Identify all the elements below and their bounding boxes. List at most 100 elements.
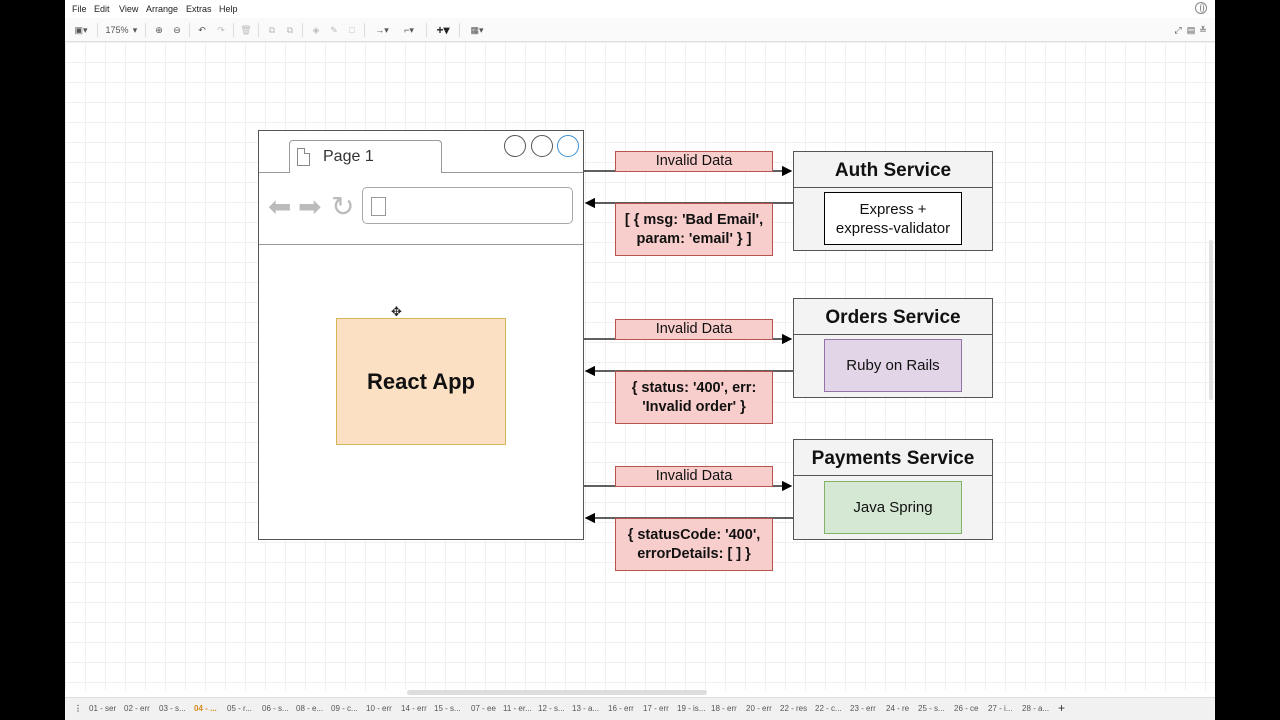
page-icon [297, 148, 310, 166]
page-tab[interactable]: 19 - is... [677, 704, 706, 713]
page-tab[interactable]: 26 - ce [954, 704, 979, 713]
collapse-icon[interactable]: ≚ [1199, 25, 1207, 35]
shadow-icon[interactable]: □ [349, 25, 355, 35]
menu-extras[interactable]: Extras [186, 4, 212, 14]
response-label-payments[interactable]: { statusCode: '400', errorDetails: [ ] } [615, 518, 773, 571]
page-tab[interactable]: 06 - s... [262, 704, 289, 713]
vertical-scrollbar[interactable] [1209, 240, 1213, 400]
page-tab[interactable]: 08 - e... [296, 704, 324, 713]
zoom-in-icon[interactable]: ⊕ [155, 25, 163, 35]
orders-tech-box[interactable]: Ruby on Rails [824, 339, 962, 392]
response-orders-line2: 'Invalid order' } [642, 398, 746, 415]
page-tab[interactable]: 15 - s... [434, 704, 461, 713]
to-back-icon[interactable]: ⧉ [286, 25, 294, 35]
address-bar [362, 187, 573, 224]
reload-icon: ↻ [331, 191, 355, 222]
page-tab[interactable]: 07 - ee [471, 704, 496, 713]
page-tab[interactable]: 28 - a... [1022, 704, 1050, 713]
response-label-orders[interactable]: { status: '400', err: 'Invalid order' } [615, 371, 773, 424]
auth-tech-box[interactable]: Express + express-validator [824, 192, 962, 245]
delete-icon[interactable]: 🗑 [240, 25, 252, 35]
auth-tech-line1: Express + [859, 200, 927, 218]
menu-file[interactable]: File [72, 4, 87, 14]
window-button-2 [531, 135, 553, 157]
page-tab[interactable]: 11 - er... [503, 704, 532, 713]
page-tabs-bar: ⋮ 01 - ser 02 - err 03 - s... 04 - ... 0… [65, 697, 1215, 720]
window-button-3 [557, 135, 579, 157]
page-tab[interactable]: 18 - err [711, 704, 737, 713]
menu-arrange[interactable]: Arrange [146, 4, 179, 14]
connection-style-icon[interactable]: →▾ [375, 25, 389, 35]
auth-tech-line2: express-validator [835, 219, 951, 237]
page-tab[interactable]: 17 - err [643, 704, 669, 713]
page-tab[interactable]: 12 - s... [538, 704, 565, 713]
page-tab[interactable]: 23 - err [850, 704, 876, 713]
page-tab[interactable]: 10 - err [366, 704, 392, 713]
undo-icon[interactable]: ↶ [198, 25, 206, 35]
fullscreen-icon[interactable]: ⤢ [1174, 25, 1182, 35]
redo-icon[interactable]: ↷ [217, 25, 225, 35]
menu-view[interactable]: View [119, 4, 139, 14]
diagram-canvas[interactable] [65, 42, 1215, 690]
waypoints-icon[interactable]: ⌐▾ [404, 25, 414, 35]
request-label-orders[interactable]: Invalid Data [615, 319, 773, 340]
payments-service-title: Payments Service [811, 448, 975, 469]
menu-bar: File Edit View Arrange Extras Help [65, 0, 1215, 18]
response-payments-line1: { statusCode: '400', [627, 526, 761, 543]
toolbar: ▣▾ 175% ▾ ⊕ ⊖ ↶ ↷ 🗑 ⧉ ⧉ ◈ ✎ □ →▾ ⌐▾ +▾ ▦… [65, 18, 1215, 42]
response-orders-line1: { status: '400', err: [631, 379, 757, 396]
browser-nav-divider [259, 244, 583, 245]
page-tab[interactable]: 20 - err [746, 704, 772, 713]
orders-service-divider [794, 334, 992, 335]
add-page-icon[interactable]: + [1058, 701, 1066, 715]
zoom-level[interactable]: 175% [105, 25, 129, 35]
request-label-auth[interactable]: Invalid Data [615, 151, 773, 172]
insert-icon[interactable]: +▾ [436, 23, 450, 37]
payments-service-divider [794, 475, 992, 476]
move-cursor-icon: ✥ [391, 304, 402, 319]
window-button-1 [504, 135, 526, 157]
language-globe-icon[interactable] [1195, 2, 1207, 14]
drawio-app: File Edit View Arrange Extras Help ▣▾ 17… [65, 0, 1215, 720]
page-tab[interactable]: 01 - ser [89, 704, 117, 713]
line-color-icon[interactable]: ✎ [330, 25, 338, 35]
page-tab[interactable]: 22 - c... [815, 704, 842, 713]
page-tab[interactable]: 14 - err [401, 704, 427, 713]
zoom-dropdown-icon[interactable]: ▾ [132, 25, 138, 35]
fill-color-icon[interactable]: ◈ [312, 25, 320, 35]
page-tab[interactable]: 13 - a... [572, 704, 600, 713]
to-front-icon[interactable]: ⧉ [268, 25, 276, 35]
page-tabs-menu-icon[interactable]: ⋮ [74, 704, 82, 713]
page-tab[interactable]: 24 - re [886, 704, 910, 713]
page-tab[interactable]: 05 - r... [227, 704, 252, 713]
page-tab[interactable]: 27 - i... [988, 704, 1013, 713]
page-tab[interactable]: 09 - c... [331, 704, 358, 713]
response-payments-line2: errorDetails: [ ] } [637, 545, 751, 562]
table-icon[interactable]: ▦▾ [470, 25, 484, 35]
auth-service-divider [794, 187, 992, 188]
browser-tab-title: Page 1 [323, 148, 374, 165]
orders-service-title: Orders Service [825, 307, 961, 328]
address-page-icon [371, 197, 386, 216]
response-auth-line1: [ { msg: 'Bad Email', [624, 211, 764, 228]
page-tab[interactable]: 02 - err [124, 704, 150, 713]
format-toggle-icon[interactable]: ▤ [1186, 25, 1196, 35]
page-tab[interactable]: 25 - s... [918, 704, 945, 713]
response-auth-line2: param: 'email' } ] [636, 230, 752, 247]
format-panel-icon[interactable]: ▣▾ [74, 25, 88, 35]
menu-edit[interactable]: Edit [94, 4, 110, 14]
payments-tech-box[interactable]: Java Spring [824, 481, 962, 534]
browser-tab[interactable] [289, 140, 442, 173]
response-label-auth[interactable]: [ { msg: 'Bad Email', param: 'email' } ] [615, 203, 773, 256]
page-tab-active[interactable]: 04 - ... [194, 704, 217, 713]
page-tab[interactable]: 16 - err [608, 704, 634, 713]
menu-help[interactable]: Help [219, 4, 238, 14]
back-arrow-icon: ⬅ [268, 191, 292, 222]
zoom-out-icon[interactable]: ⊖ [173, 25, 181, 35]
request-label-payments[interactable]: Invalid Data [615, 466, 773, 487]
page-tab[interactable]: 22 - res [780, 704, 808, 713]
page-tab[interactable]: 03 - s... [159, 704, 186, 713]
connector-arrows [584, 165, 793, 524]
horizontal-scrollbar[interactable] [407, 690, 707, 695]
react-app-box[interactable]: React App [336, 318, 506, 445]
